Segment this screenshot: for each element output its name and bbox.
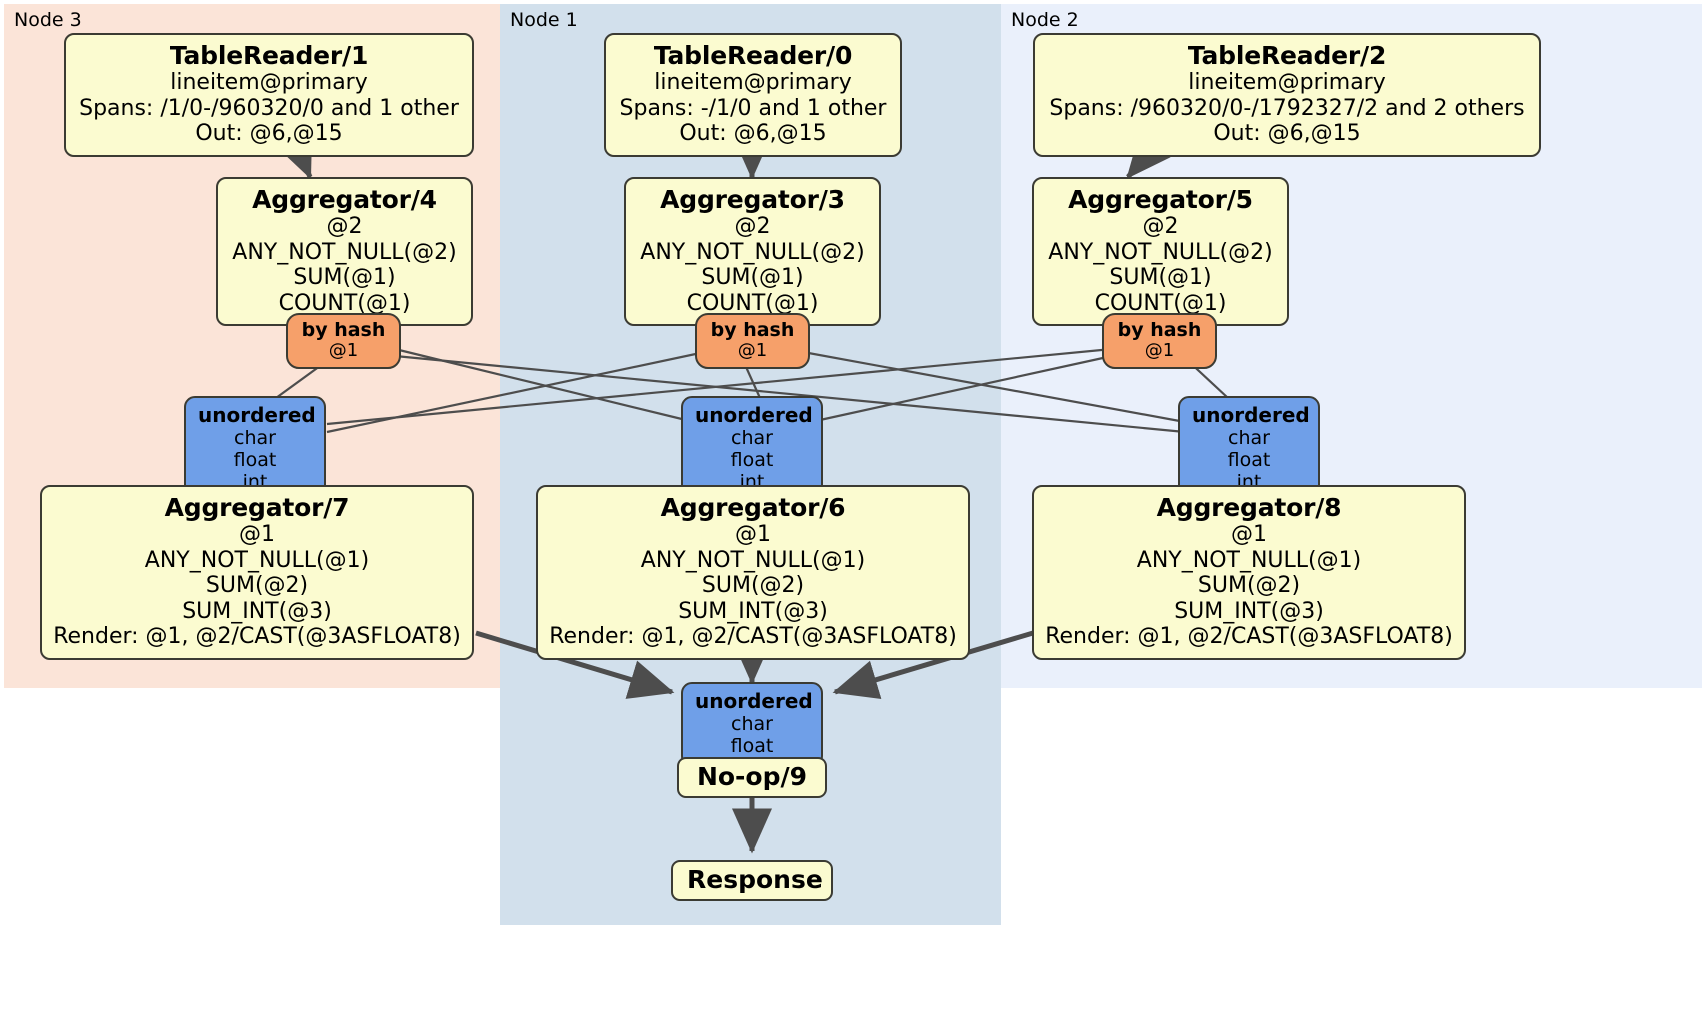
node-panel-label-node2: Node 2 (1011, 9, 1079, 31)
processor-aggregator-3[interactable]: Aggregator/3 @2 ANY_NOT_NULL(@2) SUM(@1)… (624, 177, 881, 327)
output-router-by-hash-left[interactable]: by hash @1 (286, 313, 401, 369)
processor-detail: Render: @1, @2/CAST(@3ASFLOAT8) (1045, 624, 1453, 650)
router-title: by hash (1117, 319, 1202, 341)
sync-detail: char (234, 427, 276, 450)
processor-title: Aggregator/3 (660, 185, 845, 214)
processor-detail: Out: @6,@15 (1213, 121, 1361, 147)
processor-title: TableReader/1 (169, 41, 369, 70)
processor-detail: lineitem@primary (1188, 70, 1386, 95)
processor-detail: COUNT(@1) (1094, 290, 1227, 316)
processor-aggregator-4[interactable]: Aggregator/4 @2 ANY_NOT_NULL(@2) SUM(@1)… (216, 177, 473, 327)
processor-detail: ANY_NOT_NULL(@1) (144, 547, 370, 573)
output-router-by-hash-center[interactable]: by hash @1 (695, 313, 810, 369)
processor-table-reader-1[interactable]: TableReader/1 lineitem@primary Spans: /1… (64, 33, 474, 157)
processor-detail: SUM_INT(@3) (678, 598, 828, 624)
router-detail: @1 (1144, 340, 1175, 362)
processor-detail: ANY_NOT_NULL(@2) (640, 239, 865, 265)
router-title: by hash (710, 319, 795, 341)
router-detail: @1 (328, 340, 359, 362)
sync-detail: char (1228, 427, 1270, 450)
sync-detail: float (730, 449, 774, 472)
processor-detail: ANY_NOT_NULL(@1) (640, 547, 866, 573)
processor-detail: @1 (735, 522, 771, 547)
processor-title: Aggregator/6 (660, 493, 846, 522)
response-title: Response (687, 865, 823, 894)
processor-aggregator-5[interactable]: Aggregator/5 @2 ANY_NOT_NULL(@2) SUM(@1)… (1032, 177, 1289, 327)
processor-detail: COUNT(@1) (686, 290, 819, 316)
processor-detail: ANY_NOT_NULL(@2) (232, 239, 457, 265)
processor-table-reader-2[interactable]: TableReader/2 lineitem@primary Spans: /9… (1033, 33, 1541, 157)
processor-table-reader-0[interactable]: TableReader/0 lineitem@primary Spans: -/… (604, 33, 902, 157)
processor-detail: SUM(@1) (293, 265, 396, 291)
sync-detail: char (731, 427, 773, 450)
sync-title: unordered (1192, 403, 1310, 427)
processor-detail: @2 (734, 214, 771, 239)
router-title: by hash (301, 319, 386, 341)
processor-detail: ANY_NOT_NULL(@2) (1048, 239, 1273, 265)
sync-detail: char (731, 713, 773, 736)
processor-aggregator-6[interactable]: Aggregator/6 @1 ANY_NOT_NULL(@1) SUM(@2)… (536, 485, 970, 660)
processor-detail: COUNT(@1) (278, 290, 411, 316)
processor-title: TableReader/0 (653, 41, 853, 70)
response-node[interactable]: Response (671, 860, 833, 901)
processor-detail: Spans: /1/0-/960320/0 and 1 other (79, 95, 459, 121)
processor-detail: SUM_INT(@3) (182, 598, 332, 624)
processor-detail: SUM(@2) (701, 573, 805, 599)
sync-title: unordered (695, 403, 813, 427)
processor-detail: Spans: -/1/0 and 1 other (619, 95, 887, 121)
processor-title: TableReader/2 (1187, 41, 1387, 70)
node-panel-label-node3: Node 3 (14, 9, 82, 31)
sync-detail: float (1227, 449, 1271, 472)
processor-title: Aggregator/5 (1068, 185, 1253, 214)
processor-title: Aggregator/7 (164, 493, 350, 522)
processor-detail: @1 (1231, 522, 1267, 547)
processor-detail: Spans: /960320/0-/1792327/2 and 2 others (1049, 95, 1525, 121)
node-panel-label-node1: Node 1 (510, 9, 578, 31)
sync-title: unordered (695, 689, 813, 713)
processor-detail: Out: @6,@15 (679, 121, 827, 147)
processor-detail: SUM_INT(@3) (1174, 598, 1324, 624)
processor-detail: SUM(@1) (1109, 265, 1212, 291)
processor-aggregator-8[interactable]: Aggregator/8 @1 ANY_NOT_NULL(@1) SUM(@2)… (1032, 485, 1466, 660)
processor-detail: ANY_NOT_NULL(@1) (1136, 547, 1362, 573)
processor-detail: @1 (239, 522, 275, 547)
processor-aggregator-7[interactable]: Aggregator/7 @1 ANY_NOT_NULL(@1) SUM(@2)… (40, 485, 474, 660)
synchronizer-unordered-final[interactable]: unordered char float (681, 682, 823, 768)
processor-detail: @2 (326, 214, 363, 239)
processor-title: Aggregator/4 (252, 185, 437, 214)
router-detail: @1 (737, 340, 768, 362)
processor-detail: Out: @6,@15 (195, 121, 343, 147)
processor-detail: SUM(@2) (205, 573, 309, 599)
processor-detail: lineitem@primary (170, 70, 368, 95)
processor-detail: Render: @1, @2/CAST(@3ASFLOAT8) (53, 624, 461, 650)
processor-detail: @2 (1142, 214, 1179, 239)
processor-detail: lineitem@primary (654, 70, 852, 95)
processor-title: Aggregator/8 (1156, 493, 1342, 522)
sync-title: unordered (198, 403, 316, 427)
output-router-by-hash-right[interactable]: by hash @1 (1102, 313, 1217, 369)
processor-no-op-9[interactable]: No-op/9 (677, 757, 827, 798)
sync-detail: float (233, 449, 277, 472)
processor-title: No-op/9 (696, 762, 808, 791)
processor-detail: SUM(@1) (701, 265, 804, 291)
processor-detail: Render: @1, @2/CAST(@3ASFLOAT8) (549, 624, 957, 650)
processor-detail: SUM(@2) (1197, 573, 1301, 599)
sync-detail: float (730, 735, 774, 758)
